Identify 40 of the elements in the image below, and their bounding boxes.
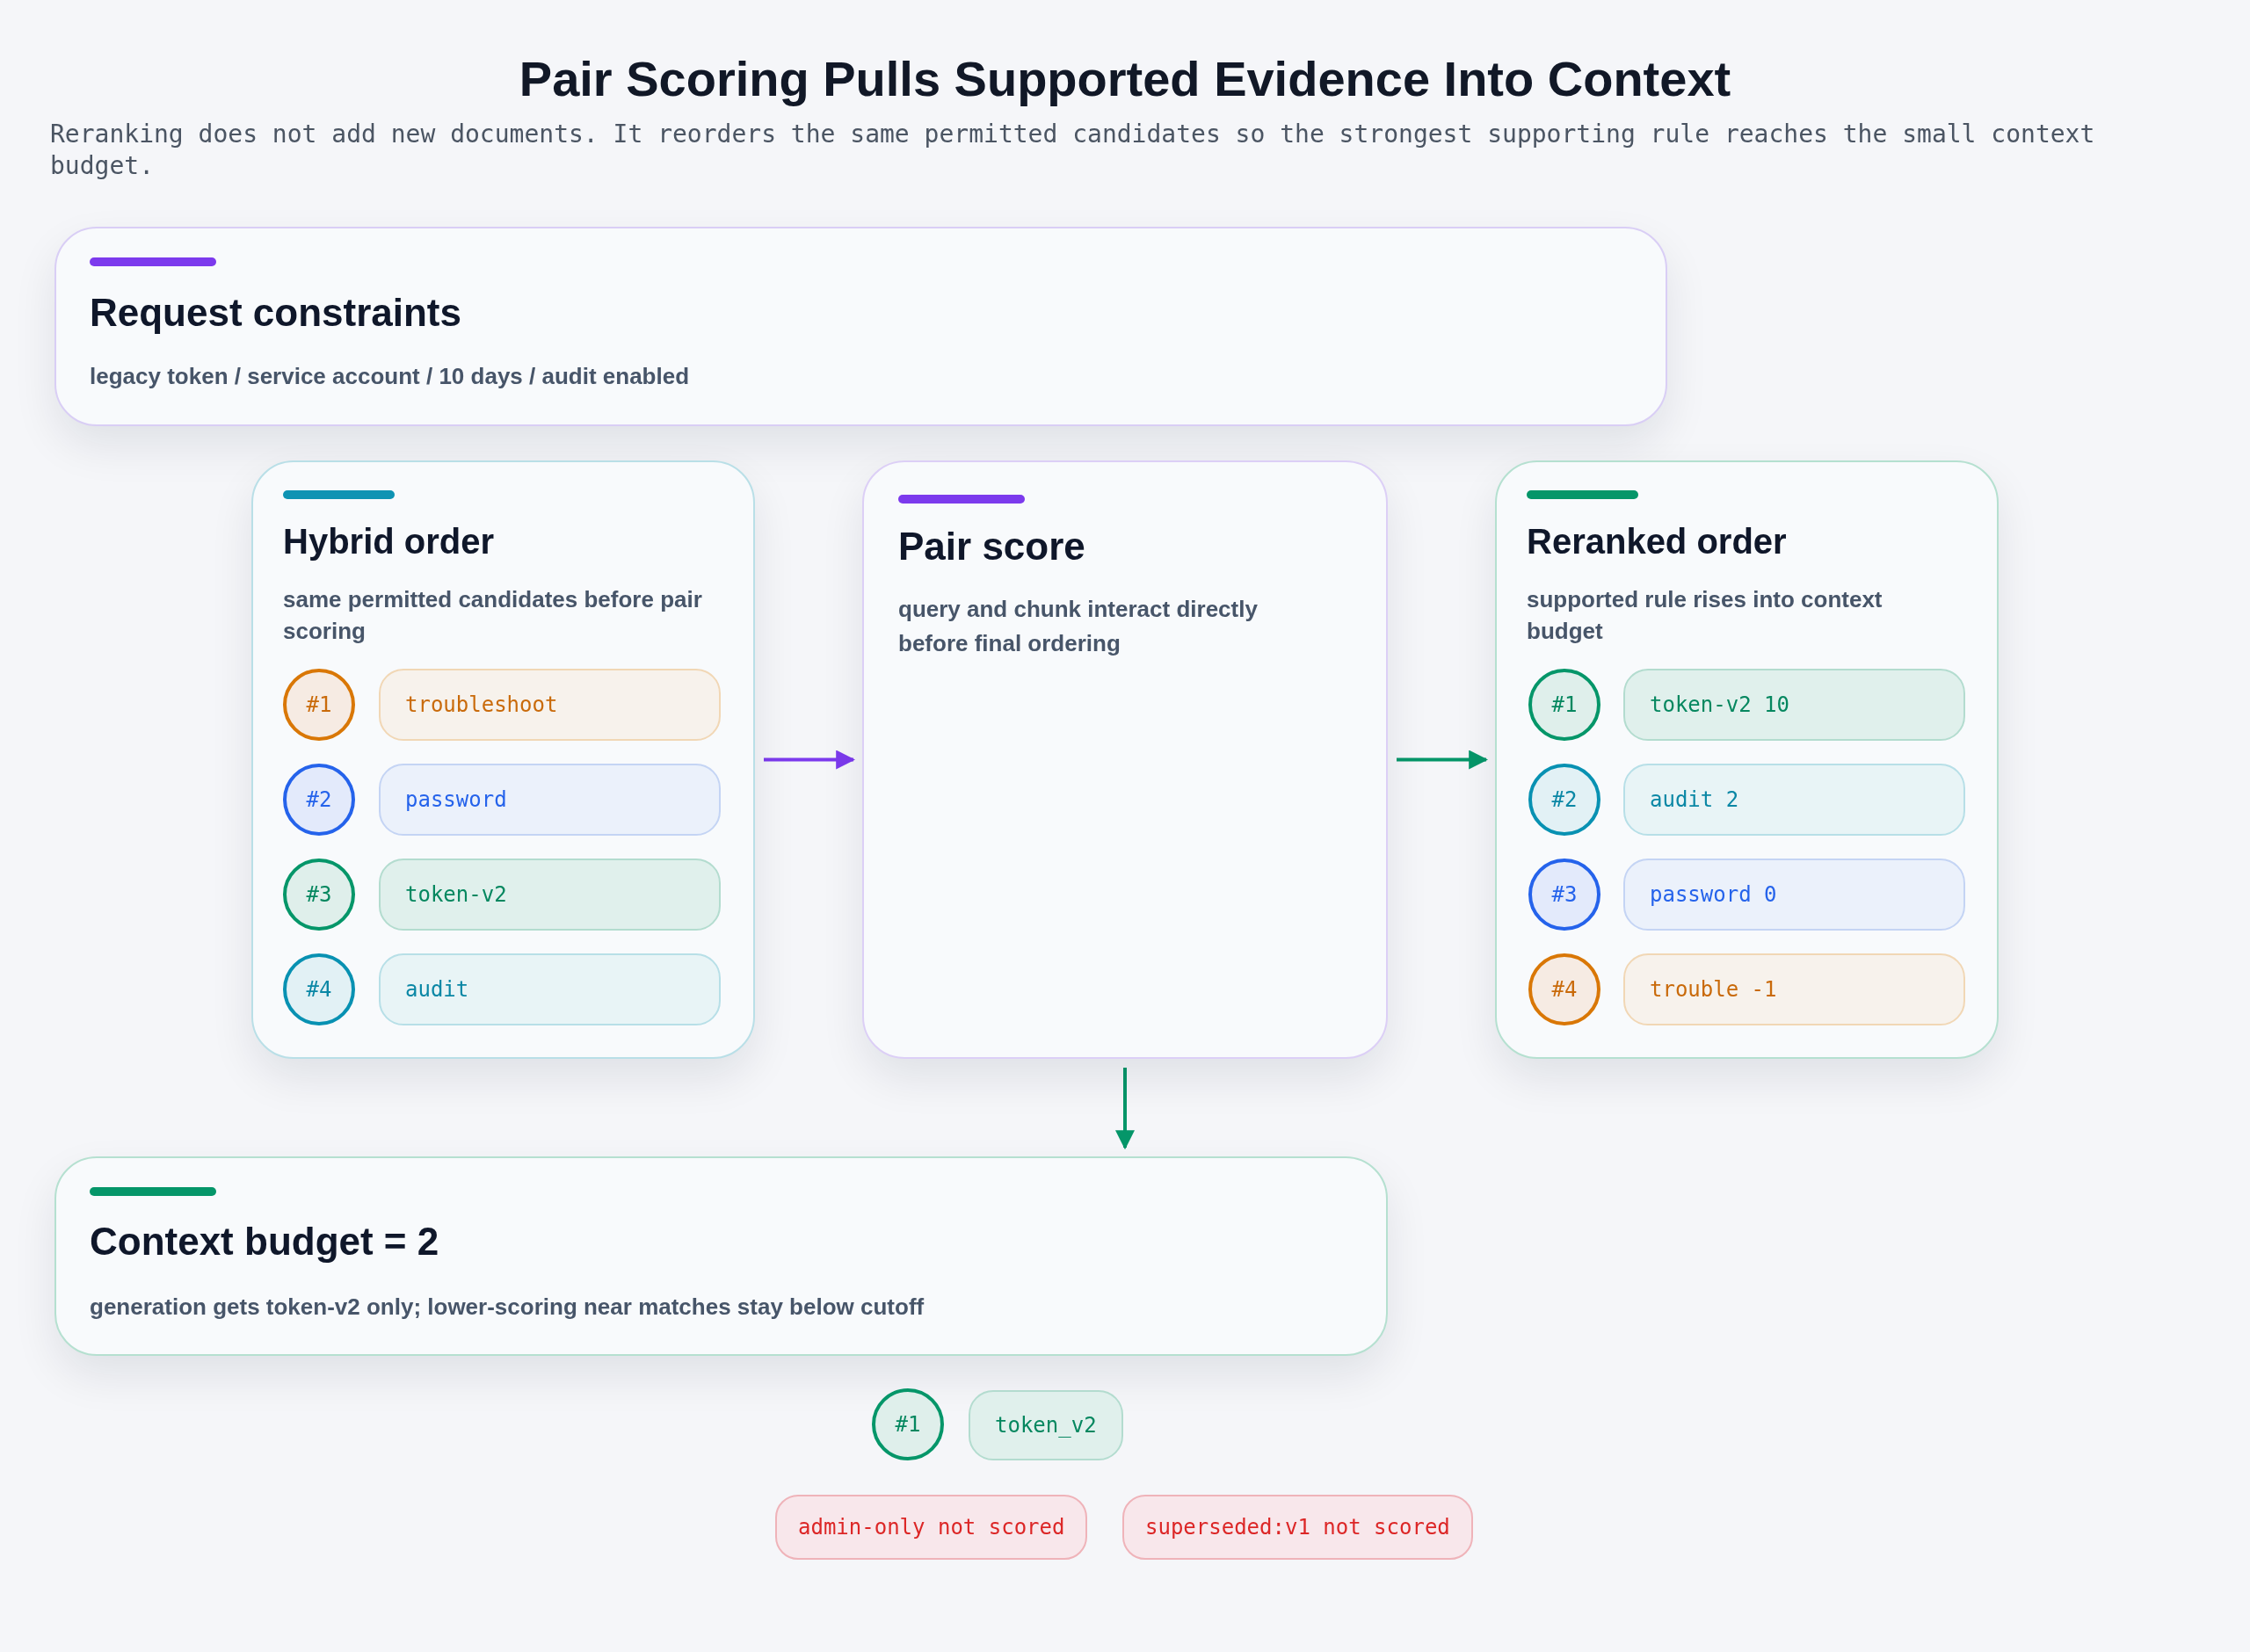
rank-badge: #4 xyxy=(1528,953,1600,1025)
candidate-chip: password xyxy=(379,764,721,836)
card-title: Pair score xyxy=(898,524,1085,569)
rank-badge: #1 xyxy=(283,669,355,741)
card-title: Request constraints xyxy=(90,290,461,336)
arrow xyxy=(764,750,856,770)
stage-card xyxy=(1495,460,1999,1059)
candidate-chip: audit 2 xyxy=(1623,764,1965,836)
card-description: supported rule rises into context budget xyxy=(1527,585,1883,646)
card-title: Hybrid order xyxy=(283,521,495,562)
card-description: generation gets token-v2 only; lower-scoring near matches stay below cutoff xyxy=(90,1293,925,1322)
arrow xyxy=(1397,750,1489,770)
candidate-chip: trouble -1 xyxy=(1623,953,1965,1025)
rank-badge: #3 xyxy=(283,859,355,931)
status-tag: superseded:v1 not scored xyxy=(1122,1495,1473,1560)
candidate-chip: troubleshoot xyxy=(379,669,721,741)
card-title: Context budget = 2 xyxy=(90,1219,439,1264)
rank-badge: #2 xyxy=(283,764,355,836)
status-tag: admin-only not scored xyxy=(775,1495,1088,1560)
rank-badge: #3 xyxy=(1528,859,1600,931)
card-description: same permitted candidates before pair scoring xyxy=(283,585,703,646)
rank-badge: #4 xyxy=(283,953,355,1025)
stage-card xyxy=(862,460,1388,1059)
card-description: legacy token / service account / 10 days / audit enabled xyxy=(90,362,691,391)
budget-card xyxy=(54,1156,1388,1356)
rank-badge: #1 xyxy=(1528,669,1600,741)
candidate-chip: password 0 xyxy=(1623,859,1965,931)
rank-badge: #2 xyxy=(1528,764,1600,836)
candidate-chip: token_v2 xyxy=(969,1390,1123,1460)
subtitle: Reranking does not add new documents. It reorders the same permitted candidates so the strongest supporting rule reaches the small context budget. xyxy=(50,119,2096,182)
title: Pair Scoring Pulls Supported Evidence Into Context xyxy=(519,50,1731,108)
arrow xyxy=(1115,1068,1135,1150)
candidate-chip: token-v2 10 xyxy=(1623,669,1965,741)
constraints-card xyxy=(54,227,1667,426)
rank-badge: #1 xyxy=(872,1388,944,1460)
candidate-chip: audit xyxy=(379,953,721,1025)
card-description: query and chunk interact directly before final ordering xyxy=(898,595,1259,658)
card-title: Reranked order xyxy=(1527,521,1787,562)
candidate-chip: token-v2 xyxy=(379,859,721,931)
stage-card xyxy=(251,460,755,1059)
